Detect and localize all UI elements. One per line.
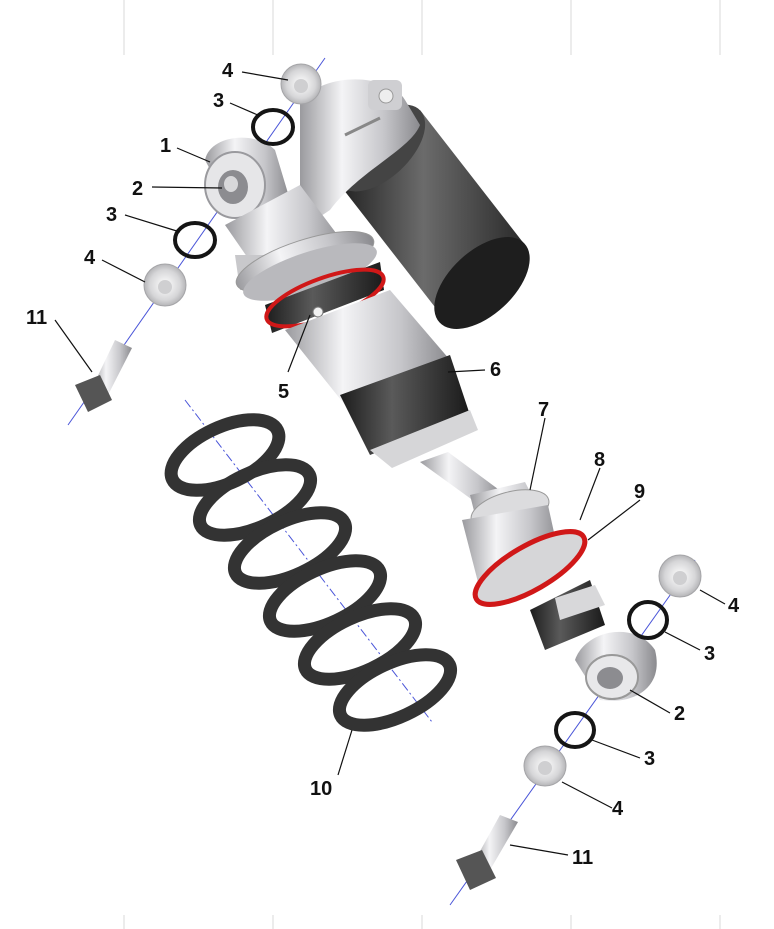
lower-eye (530, 580, 657, 701)
callout-5: 5 (278, 381, 289, 403)
callout-11-lower: 11 (572, 847, 593, 869)
spring-retainer-8-9 (472, 529, 588, 607)
callout-2-lower: 2 (674, 703, 685, 725)
callout-4-lower-a: 4 (728, 595, 740, 617)
body-tube (285, 290, 478, 468)
page-ticks (123, 0, 721, 929)
callout-7: 7 (538, 399, 549, 421)
callout-3-upper-a: 3 (213, 90, 224, 112)
o-ring-3 (173, 108, 669, 749)
callout-3-lower-b: 3 (644, 748, 655, 770)
shock-shaft (420, 452, 502, 504)
callout-4-upper-a: 4 (222, 60, 234, 82)
callout-4-lower-b: 4 (612, 798, 624, 820)
callout-labels: 1 2 3 4 3 4 11 5 6 7 8 9 10 4 3 2 3 4 11 (26, 60, 740, 869)
shock-head (300, 79, 420, 231)
callout-3-upper-b: 3 (106, 204, 117, 226)
leader-lines (54, 71, 726, 856)
callout-3-lower-a: 3 (704, 643, 715, 665)
callout-9: 9 (634, 481, 645, 503)
coil-spring-10 (164, 413, 458, 732)
callout-6: 6 (490, 359, 501, 381)
bolt-11 (75, 340, 518, 890)
callout-4-upper-b: 4 (84, 247, 96, 269)
callout-2-upper: 2 (132, 178, 143, 200)
washer-4 (143, 63, 702, 787)
callout-8: 8 (594, 449, 605, 471)
callout-1: 1 (160, 135, 171, 157)
callout-11-upper: 11 (26, 307, 47, 329)
callout-10: 10 (310, 778, 332, 800)
